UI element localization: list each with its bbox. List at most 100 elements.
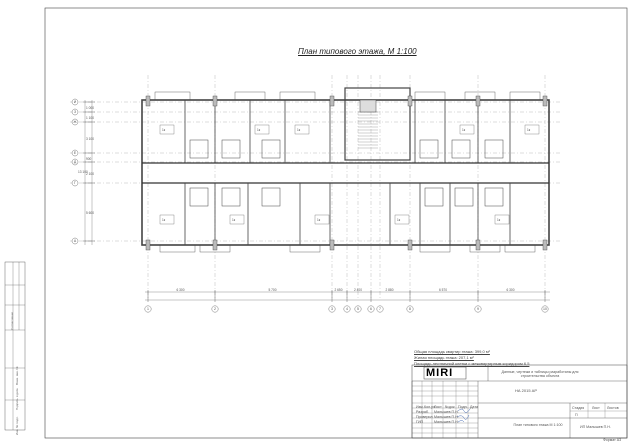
apartment-tag	[294, 124, 310, 135]
bathroom	[221, 139, 241, 159]
grid-bubble-column	[406, 305, 414, 313]
tb-name-chief: Малышев П.Н.	[434, 420, 459, 424]
side-stamp-frame	[4, 261, 26, 431]
stamp-sign-date: Подпись и дата	[15, 388, 19, 410]
bathroom	[419, 139, 439, 159]
grid-column-label: 9	[477, 307, 479, 311]
apartment-label: 1к	[162, 217, 166, 222]
total-dimension: 13 100	[78, 170, 88, 174]
column	[407, 95, 413, 107]
column	[329, 95, 335, 107]
column	[329, 239, 335, 251]
balcony	[154, 91, 191, 101]
column-dimension: 2 400	[354, 288, 362, 292]
apartment-label: 1к	[397, 217, 401, 222]
apartment-tag	[159, 214, 175, 225]
apartment-tag	[494, 214, 510, 225]
note-stair-area: Площадь лестничной клетки с межквартирны…	[414, 361, 530, 366]
column-dimension: 6 570	[439, 288, 447, 292]
balcony	[414, 91, 446, 101]
grid-bubble-row	[71, 237, 79, 245]
grid-row-label: Г	[74, 180, 76, 185]
apartment-label: 1к	[462, 127, 466, 132]
grid-bubble-row	[71, 108, 79, 116]
bathroom	[484, 187, 504, 207]
grid-bubble-row	[71, 179, 79, 187]
grid-column-label: 6	[370, 307, 372, 311]
grid-row-label: Е	[73, 150, 77, 155]
grid-column-label: 5	[357, 307, 359, 311]
grid-column-label: 1	[147, 307, 149, 311]
grid-column-label: 4	[346, 307, 348, 311]
apartment-label: 1к	[527, 127, 531, 132]
row-dimension: 2 100	[86, 171, 94, 176]
apartment-label: 1к	[317, 217, 321, 222]
grid-column-label: 8	[409, 307, 411, 311]
grid-bubble-row	[71, 158, 79, 166]
tb-name-checker: Малышев П.Н.	[434, 415, 459, 419]
grid-bubble-column	[376, 305, 384, 313]
apartment-tag	[314, 214, 330, 225]
tb-header-date: Дата	[470, 405, 478, 409]
grid-column-label: 3	[331, 307, 333, 311]
grid-bubble-row	[71, 118, 79, 126]
tb-sheet-header: Лист	[592, 406, 600, 410]
apartment-tag	[394, 214, 410, 225]
tb-role-chief: ГИП	[416, 420, 424, 424]
balcony	[279, 91, 316, 101]
company-note: Данные, чертежи и таблицы разработаны дл…	[501, 370, 579, 378]
balcony	[234, 91, 266, 101]
apartment-tag	[459, 124, 475, 135]
bathroom	[424, 187, 444, 207]
signature	[456, 408, 471, 423]
tb-organization: ИП Малышев П.Н.	[580, 425, 611, 429]
tb-header-change: Изм.	[416, 405, 424, 409]
balcony	[159, 244, 196, 253]
elevator-shaft	[359, 99, 377, 113]
balcony	[504, 244, 536, 253]
tb-sheet-name: План типового этажа М 1:100	[513, 423, 563, 427]
grid-row-label: Ж	[73, 119, 77, 124]
apartment-label: 1к	[297, 127, 301, 132]
sheet-format: Формат А3	[603, 438, 622, 442]
column	[145, 239, 151, 251]
grid-bubble-row	[71, 149, 79, 157]
column	[542, 95, 548, 107]
tb-role-developer: Разраб.	[416, 410, 429, 414]
row-dimension: 900	[86, 156, 92, 161]
column-dimension: 2 880	[385, 288, 394, 292]
grid-row-label: И	[73, 99, 77, 104]
row-dimension: 5 600	[86, 211, 94, 215]
document-code: НА 2015 АР	[515, 388, 538, 393]
column	[475, 95, 481, 107]
apartment-tag	[159, 124, 175, 135]
apartment-label: 1к	[162, 127, 166, 132]
grid-bubble-column	[367, 305, 375, 313]
grid-column-label: 2	[214, 307, 216, 311]
note-living-area: Жилая площадь этажа: 207,1 м²	[414, 355, 474, 360]
balcony	[469, 244, 501, 253]
apartment-tag	[254, 124, 270, 135]
column	[212, 95, 218, 107]
grid-bubble-column	[343, 305, 351, 313]
grid-bubble-column	[474, 305, 482, 313]
grid-column-label: 10	[543, 307, 547, 311]
balcony	[509, 91, 541, 101]
sheet-frame	[44, 7, 628, 439]
stamp-inv-orig: Инв. № подл.	[15, 416, 19, 435]
column-dimension: 5 700	[268, 288, 277, 292]
grid-bubble-column	[541, 305, 549, 313]
row-dimension: 1 000	[86, 106, 94, 110]
grid-row-label: З	[73, 109, 77, 114]
stair-core	[344, 87, 411, 161]
column-dimension: 2 650	[334, 288, 343, 292]
bathroom	[484, 139, 504, 159]
column	[542, 239, 548, 251]
grid-column-label: 7	[379, 307, 381, 311]
column-dimension: 6 300	[506, 288, 515, 292]
bathroom	[221, 187, 241, 207]
column-dimension: 6 300	[176, 288, 185, 292]
grid-bubble-column	[354, 305, 362, 313]
row-dimension: 1 100	[86, 116, 94, 120]
